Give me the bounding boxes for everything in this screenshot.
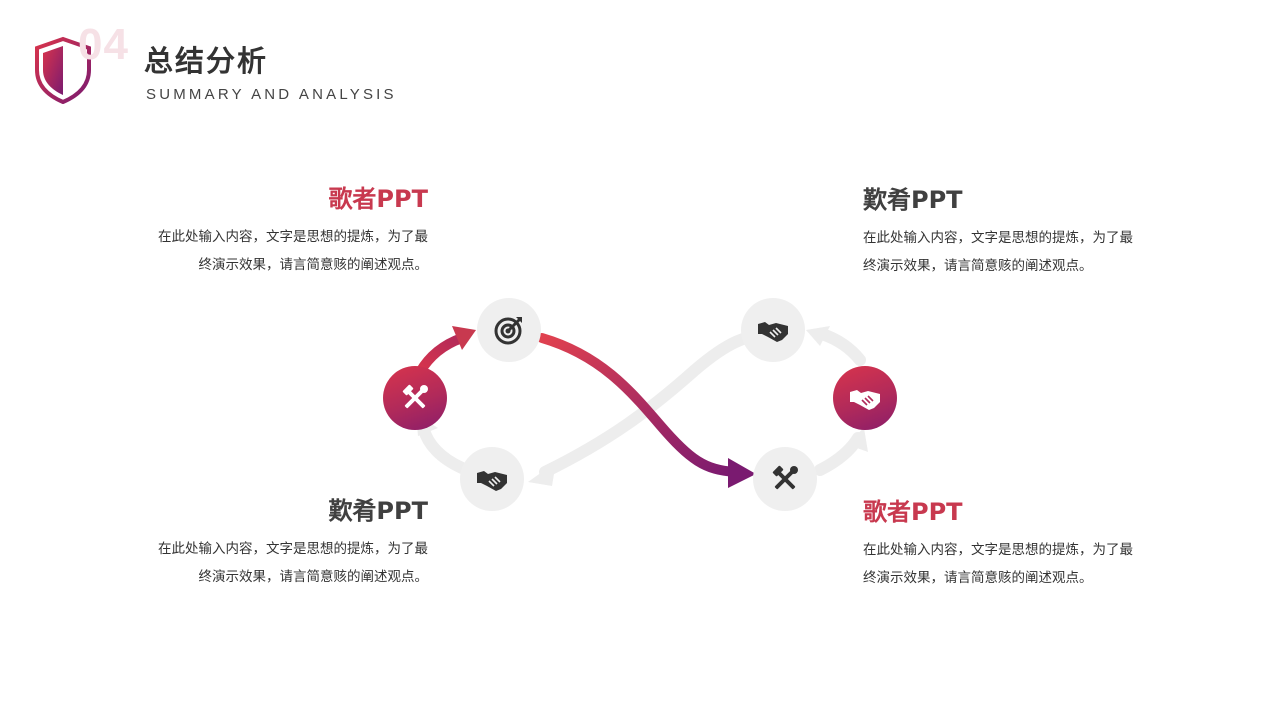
node-handshake-bottom-left [460,447,524,511]
shield-icon [35,36,91,104]
target-icon [494,317,522,345]
block-description: 在此处输入内容，文字是思想的提炼，为了最 终演示效果，请言简意赅的阐述观点。 [863,536,1193,592]
text-block-bottom-left: 歎肴PPT 在此处输入内容，文字是思想的提炼，为了最 终演示效果，请言简意赅的阐… [98,495,428,591]
handshake-icon [850,390,880,410]
node-handshake-gradient [833,366,897,430]
block-text-line: 在此处输入内容，文字是思想的提炼，为了最 [863,230,1133,246]
block-description: 在此处输入内容，文字是思想的提炼，为了最 终演示效果，请言简意赅的阐述观点。 [98,223,428,279]
section-number: 04 [78,20,129,69]
block-title: 歎肴PPT [328,497,428,525]
block-text-line: 在此处输入内容，文字是思想的提炼，为了最 [158,229,428,245]
block-text-line: 终演示效果，请言简意赅的阐述观点。 [863,258,1093,274]
tools-icon [772,465,798,490]
block-text-line: 终演示效果，请言简意赅的阐述观点。 [198,257,429,273]
text-block-top-right: 歎肴PPT 在此处输入内容，文字是思想的提炼，为了最 终演示效果，请言简意赅的阐… [863,184,1193,280]
block-title: 歎肴PPT [863,186,963,214]
node-target [477,298,541,362]
block-text-line: 终演示效果，请言简意赅的阐述观点。 [863,570,1093,586]
block-title: 歌者PPT [328,185,428,213]
handshake-icon [477,471,507,491]
node-tools-grey [753,447,817,511]
block-description: 在此处输入内容，文字是思想的提炼，为了最 终演示效果，请言简意赅的阐述观点。 [98,535,428,591]
node-tools-gradient [383,366,447,430]
block-text-line: 终演示效果，请言简意赅的阐述观点。 [198,569,429,585]
block-title: 歌者PPT [863,498,963,526]
tools-icon [402,384,428,409]
slide-header: 04 总结分析 SUMMARY AND ANALYSIS [0,0,1280,130]
page-title: 总结分析 [144,44,269,78]
block-text-line: 在此处输入内容，文字是思想的提炼，为了最 [863,542,1133,558]
block-description: 在此处输入内容，文字是思想的提炼，为了最 终演示效果，请言简意赅的阐述观点。 [863,224,1193,280]
block-text-line: 在此处输入内容，文字是思想的提炼，为了最 [158,541,428,557]
handshake-icon [758,322,788,342]
node-handshake-top-right [741,298,805,362]
page-subtitle: SUMMARY AND ANALYSIS [146,86,397,103]
text-block-bottom-right: 歌者PPT 在此处输入内容，文字是思想的提炼，为了最 终演示效果，请言简意赅的阐… [863,496,1193,592]
text-block-top-left: 歌者PPT 在此处输入内容，文字是思想的提炼，为了最 终演示效果，请言简意赅的阐… [98,183,428,279]
